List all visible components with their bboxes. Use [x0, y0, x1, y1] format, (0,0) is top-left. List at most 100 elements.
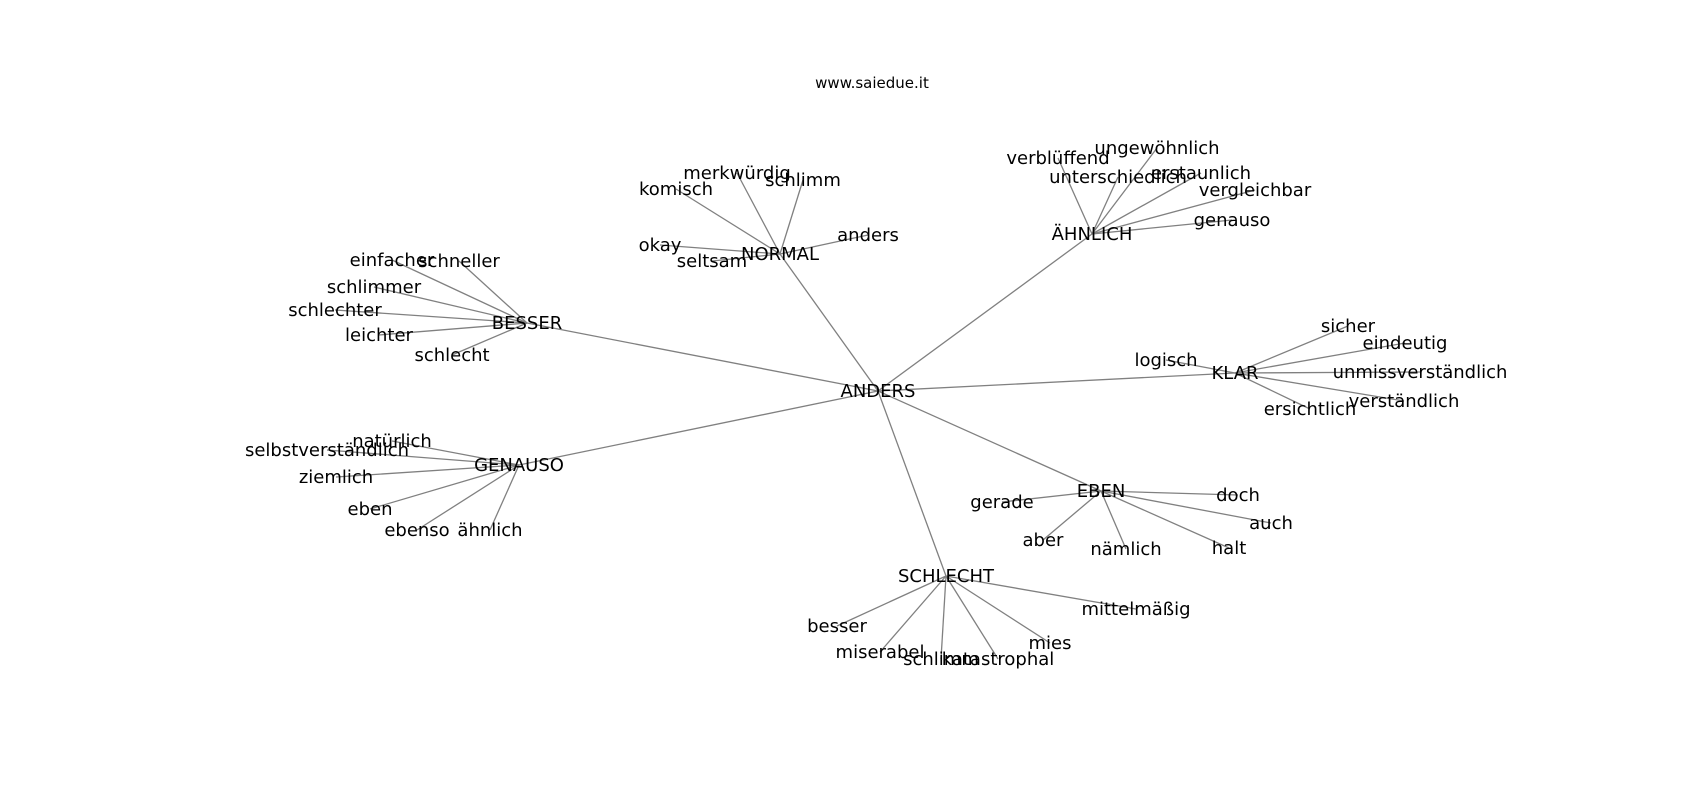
- edge-aehnlich-3: [1091, 172, 1202, 235]
- node-word-besser-2: schlimmer: [327, 277, 422, 298]
- edge-besser-2: [373, 286, 528, 324]
- edge-eben-0: [1001, 490, 1102, 503]
- edge-normal-3: [779, 234, 869, 255]
- edge-schlecht-2: [940, 575, 947, 660]
- edge-genauso-0: [391, 440, 520, 466]
- edge-schlecht-4: [945, 575, 1051, 644]
- edge-aehnlich-0: [1057, 157, 1093, 235]
- node-word-eben-1: doch: [1216, 485, 1260, 506]
- edge-genauso-3: [369, 464, 520, 510]
- edge-aehnlich-2: [1091, 176, 1119, 235]
- node-word-genauso-0: natürlich: [352, 431, 432, 452]
- edge-center-eben: [877, 390, 1102, 492]
- node-word-schlecht-0: besser: [807, 616, 867, 637]
- node-word-normal-1: merkwürdig: [683, 163, 791, 184]
- node-word-eben-0: gerade: [970, 492, 1033, 513]
- node-word-besser-5: schlecht: [414, 345, 489, 366]
- edge-besser-3: [334, 309, 528, 324]
- node-word-klar-2: eindeutig: [1363, 333, 1448, 354]
- edge-eben-5: [1100, 490, 1230, 549]
- node-word-aehnlich-0: verblüffend: [1006, 148, 1109, 169]
- node-word-normal-5: seltsam: [677, 251, 747, 272]
- node-word-besser-4: leichter: [345, 325, 414, 346]
- edge-besser-0: [391, 259, 528, 324]
- node-word-genauso-1: selbstverständlich: [245, 440, 409, 461]
- edge-klar-3: [1234, 371, 1421, 374]
- edge-normal-1: [736, 172, 781, 255]
- edge-aehnlich-5: [1091, 219, 1233, 235]
- node-word-genauso-5: ähnlich: [457, 520, 522, 541]
- edge-besser-1: [458, 260, 528, 324]
- edge-klar-0: [1165, 359, 1236, 374]
- node-word-klar-3: unmissverständlich: [1333, 362, 1508, 383]
- edge-genauso-4: [416, 464, 520, 531]
- node-word-eben-3: aber: [1023, 530, 1065, 551]
- edge-center-klar: [877, 372, 1236, 392]
- edge-genauso-5: [489, 464, 520, 531]
- node-hub-klar: KLAR: [1211, 363, 1258, 384]
- node-word-schlecht-4: mies: [1029, 633, 1072, 654]
- node-word-normal-0: komisch: [639, 179, 713, 200]
- edge-center-schlecht: [877, 390, 947, 577]
- node-word-schlecht-2: schlimm: [903, 649, 979, 670]
- node-word-aehnlich-2: unterschiedlich: [1049, 167, 1187, 188]
- edge-normal-4: [659, 244, 781, 255]
- node-hub-genauso: GENAUSO: [474, 455, 564, 476]
- edge-aehnlich-1: [1091, 147, 1158, 235]
- edge-center-normal: [779, 253, 879, 392]
- node-word-eben-4: nämlich: [1090, 539, 1161, 560]
- edge-normal-2: [779, 179, 804, 255]
- node-word-schlecht-1: miserabel: [836, 642, 925, 663]
- edge-normal-0: [675, 188, 781, 255]
- node-word-aehnlich-5: genauso: [1194, 210, 1271, 231]
- edges: [326, 147, 1421, 660]
- node-word-genauso-4: ebenso: [384, 520, 449, 541]
- edge-center-besser: [526, 322, 879, 392]
- edge-eben-4: [1100, 490, 1127, 550]
- edge-schlecht-3: [945, 575, 999, 660]
- node-hub-normal: NORMAL: [741, 244, 819, 265]
- edge-center-genauso: [518, 390, 879, 466]
- node-word-aehnlich-1: ungewöhnlich: [1094, 138, 1219, 159]
- node-center: ANDERS: [841, 381, 916, 402]
- node-word-schlecht-5: mittelmäßig: [1081, 599, 1190, 620]
- edge-besser-5: [451, 322, 528, 356]
- edge-eben-3: [1042, 490, 1102, 541]
- node-hub-eben: EBEN: [1077, 481, 1126, 502]
- node-word-besser-3: schlechter: [288, 300, 382, 321]
- node-word-klar-4: verständlich: [1349, 391, 1460, 412]
- node-word-normal-4: okay: [639, 235, 682, 256]
- node-word-eben-2: auch: [1249, 513, 1293, 534]
- node-word-besser-1: schneller: [418, 251, 500, 272]
- edge-besser-4: [378, 322, 528, 336]
- edge-aehnlich-4: [1091, 189, 1256, 235]
- node-word-klar-1: sicher: [1321, 316, 1376, 337]
- node-hub-aehnlich: ÄHNLICH: [1052, 224, 1133, 245]
- node-word-normal-2: schlimm: [765, 170, 841, 191]
- edge-normal-5: [711, 253, 781, 262]
- edge-schlecht-5: [945, 575, 1137, 610]
- edge-genauso-2: [335, 464, 520, 478]
- node-hub-besser: BESSER: [492, 313, 562, 334]
- edge-klar-5: [1234, 372, 1311, 410]
- edge-klar-4: [1234, 372, 1405, 402]
- edge-klar-1: [1234, 325, 1349, 374]
- node-word-genauso-3: eben: [348, 499, 393, 520]
- node-word-klar-0: logisch: [1134, 350, 1197, 371]
- edge-center-aehnlich: [877, 233, 1093, 392]
- node-word-genauso-2: ziemlich: [299, 467, 373, 488]
- edge-eben-1: [1100, 490, 1239, 496]
- edge-genauso-1: [326, 449, 520, 466]
- edge-schlecht-0: [836, 575, 947, 627]
- node-word-normal-3: anders: [837, 225, 899, 246]
- node-labels: komischmerkwürdigschlimmandersokayseltsa…: [245, 138, 1507, 670]
- edge-klar-2: [1234, 342, 1406, 374]
- node-hub-schlecht: SCHLECHT: [898, 566, 995, 587]
- node-word-aehnlich-3: erstaunlich: [1151, 163, 1251, 184]
- node-word-eben-5: halt: [1212, 538, 1247, 559]
- source-label: www.saiedue.it: [815, 74, 929, 92]
- edge-eben-2: [1100, 490, 1272, 524]
- edge-schlecht-1: [879, 575, 947, 653]
- node-word-schlecht-3: katastrophal: [942, 649, 1055, 670]
